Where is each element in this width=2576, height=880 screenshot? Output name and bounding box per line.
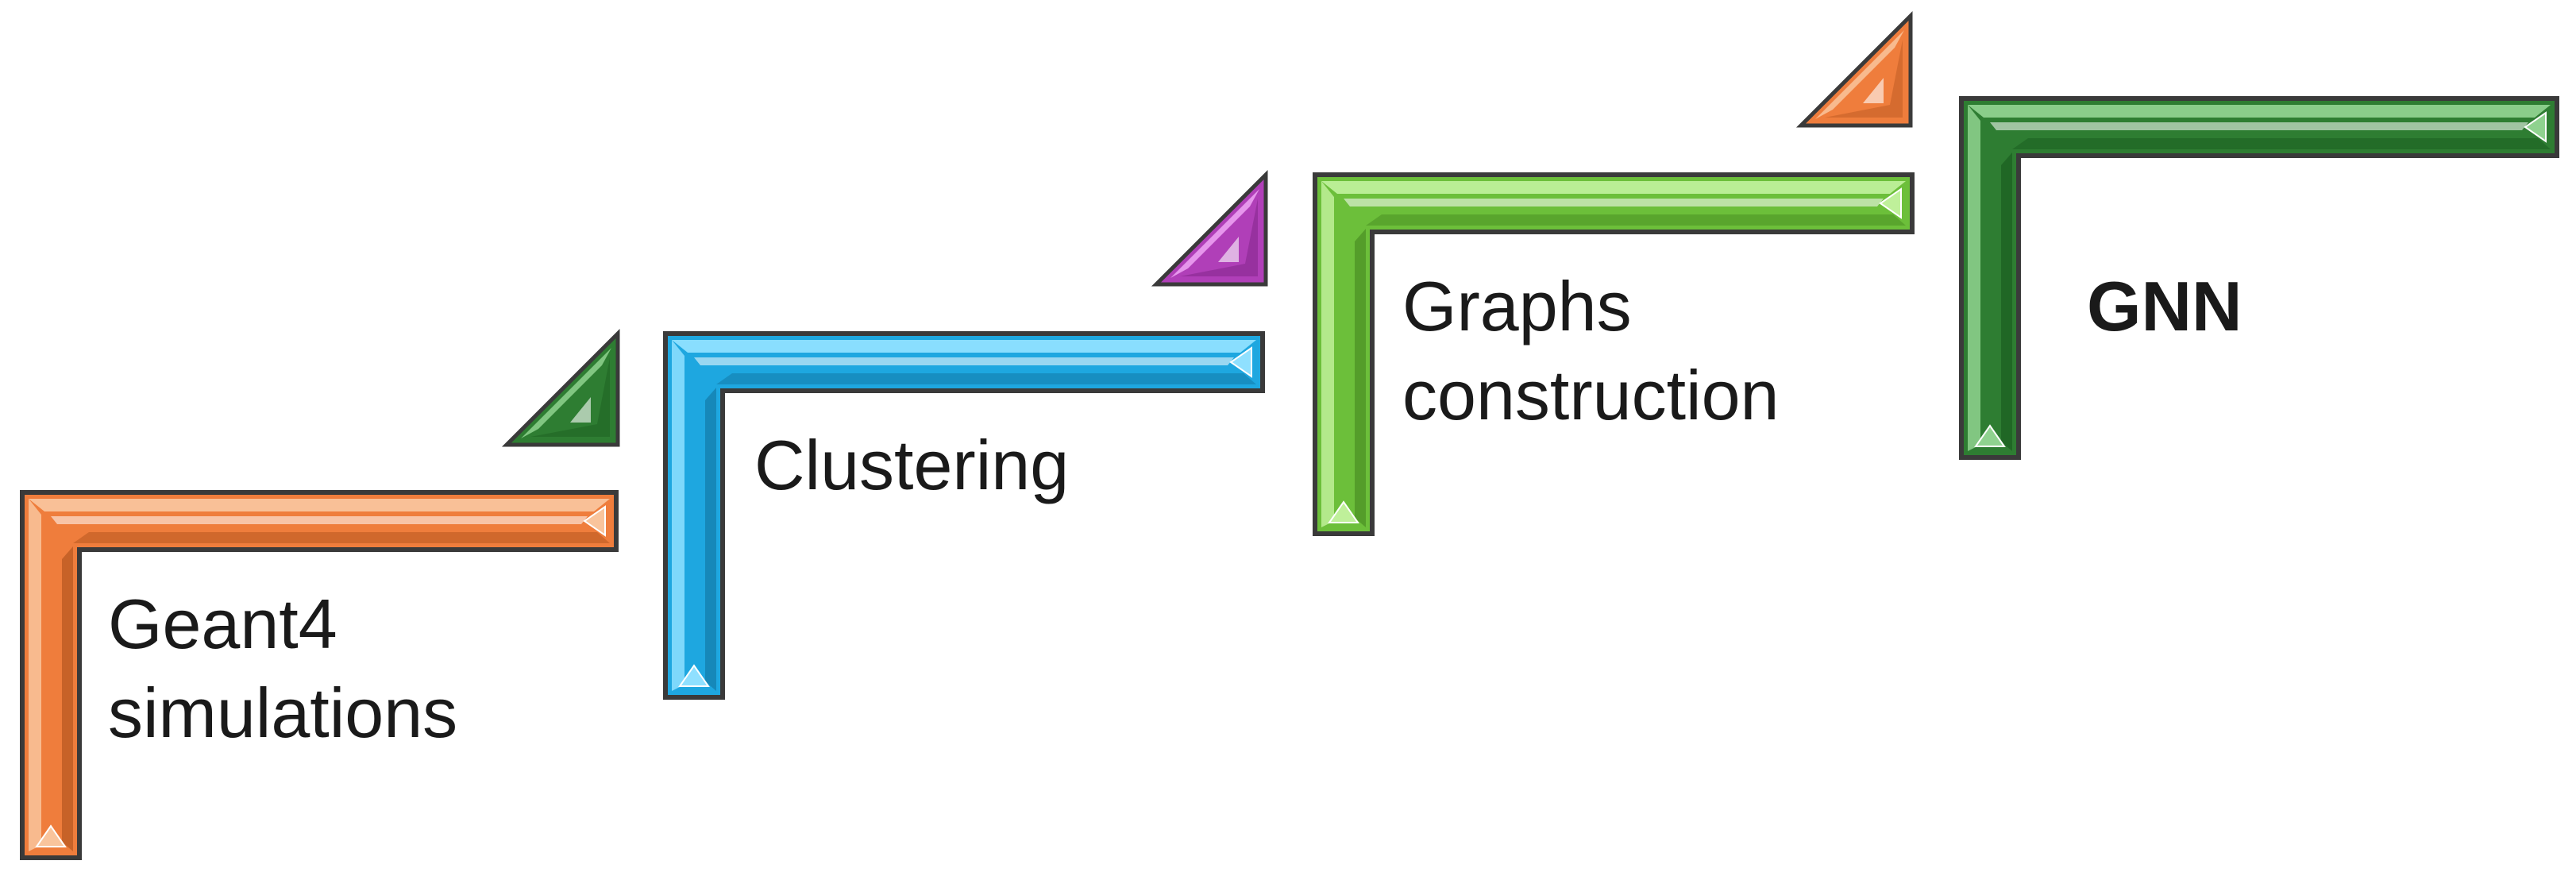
- steps-layer: [20, 96, 2559, 860]
- connector-arrow: [501, 328, 620, 447]
- step-label-geant4-simulations: Geant4 simulations: [108, 585, 458, 752]
- step-bracket: [1313, 172, 1915, 536]
- connector-arrow: [1795, 10, 1913, 128]
- step-bracket: [663, 331, 1265, 700]
- step-bracket: [20, 490, 619, 860]
- step-label-clustering: Clustering: [754, 426, 1070, 504]
- connector-arrow: [1151, 169, 1268, 287]
- step-label-graphs-construction: Graphs construction: [1402, 267, 1780, 434]
- arrows-layer: [501, 10, 1913, 447]
- step-bracket: [1959, 96, 2559, 460]
- step-label-gnn: GNN: [2087, 267, 2242, 345]
